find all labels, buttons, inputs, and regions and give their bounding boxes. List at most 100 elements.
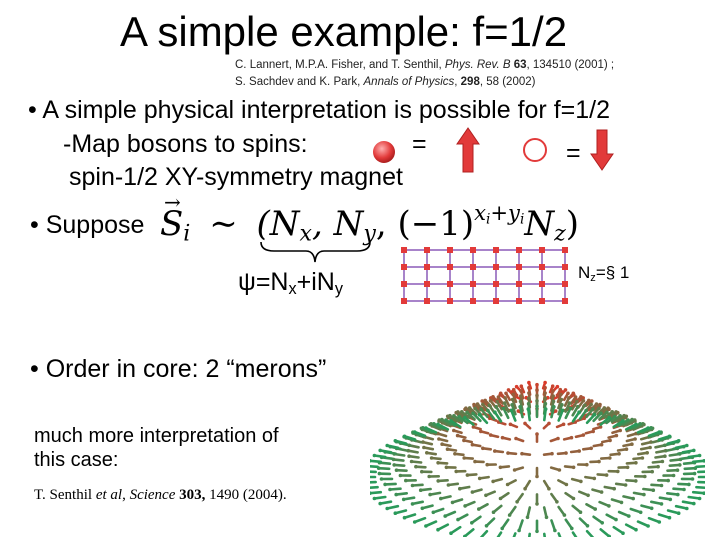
spin-arrow-head [535, 382, 539, 387]
spin-arrow-head [412, 430, 417, 434]
bullet-text: Suppose [45, 211, 145, 239]
spin-arrow [585, 529, 595, 537]
lattice-site [424, 298, 430, 304]
spin-arrow-head [484, 524, 489, 528]
spin-arrow-head [577, 449, 581, 453]
spin-arrow-head [535, 474, 539, 479]
spin-arrow-head [638, 422, 642, 426]
spin-arrow-head [623, 483, 628, 487]
spin-arrow-head [453, 452, 457, 456]
spin-arrow [612, 525, 625, 535]
spin-arrow-head [634, 479, 638, 483]
spin-arrow-head [504, 391, 508, 396]
spin-arrow-head [480, 399, 484, 403]
spin-arrow [370, 490, 383, 495]
spin-arrow-head [659, 483, 664, 488]
spin-arrow-head [599, 490, 604, 494]
spin-arrow-head [575, 399, 579, 404]
spin-arrow-head [477, 412, 482, 417]
spin-arrow-head [481, 446, 485, 451]
formula-term: ) [565, 203, 580, 244]
spin-arrow [479, 529, 489, 537]
spin-arrow-head [555, 500, 559, 504]
spin-arrow-head [582, 416, 587, 421]
spin-arrow-head [649, 506, 654, 511]
spin-arrow-head [585, 462, 589, 467]
spin-arrow-head [535, 393, 539, 398]
lattice-site [401, 264, 407, 270]
spin-arrow-head [604, 473, 609, 477]
spin-arrow-head [477, 476, 482, 481]
spin-arrow-head [682, 487, 686, 492]
psi-term: +iN [296, 268, 335, 296]
spin-arrow-head [584, 408, 588, 413]
spin-arrow-head [597, 459, 601, 464]
lattice-site [539, 281, 545, 287]
formula-exponent: xi+yi [474, 200, 524, 227]
formula-term: , (−1) [375, 203, 475, 244]
spin-arrow-head [557, 468, 562, 472]
spin-arrow-head [589, 446, 593, 451]
spin-arrow-head [470, 521, 474, 525]
spin-arrow [681, 500, 696, 505]
spin-arrow-head [436, 527, 440, 532]
spin-arrow-head [527, 380, 531, 385]
spin-arrow [543, 407, 547, 422]
spin-arrow-head [473, 406, 477, 411]
reference-line-1: C. Lannert, M.P.A. Fisher, and T. Senthi… [235, 57, 614, 74]
spin-arrow-head [543, 401, 548, 406]
spin-arrow-head [493, 449, 497, 453]
spin-arrow-head [456, 517, 460, 522]
spin-arrow-head [657, 520, 662, 524]
spin-arrow [557, 532, 562, 537]
spin-arrow-head [614, 517, 618, 522]
spin-arrow-head [514, 384, 519, 389]
spin-arrow-head [377, 471, 382, 476]
spin-arrow-head [608, 456, 612, 460]
spin-arrow-head [600, 521, 604, 525]
spin-arrow [378, 500, 393, 505]
spin-arrow-head [393, 511, 398, 515]
spin-arrow-head [634, 461, 638, 465]
spin-arrow-head [473, 459, 477, 464]
spin-arrow-head [398, 473, 403, 478]
spin-arrow-head [587, 398, 591, 403]
spin-arrow-head [445, 447, 450, 451]
spin-arrow-head [520, 451, 524, 456]
spin-arrow-head [436, 422, 440, 427]
spin-arrow-head [678, 463, 682, 467]
spin-arrow [424, 426, 438, 434]
spin-arrow-head [449, 419, 453, 423]
spin-arrow-head [598, 425, 603, 429]
spin-arrow [695, 464, 705, 469]
spin-arrow-head [627, 514, 631, 518]
spin-arrow [373, 495, 387, 500]
spin-arrow-head [618, 414, 622, 418]
bullet-2: • Suppose [30, 211, 144, 240]
spin-arrow-head [543, 385, 547, 390]
bullet-marker: • [30, 355, 39, 383]
lattice-diagram [401, 247, 568, 304]
spin-arrow-head [412, 520, 417, 524]
spin-arrow [681, 449, 696, 454]
spin-arrow-head [493, 410, 497, 414]
psi-definition: ψ=Nx+iNy [238, 268, 343, 299]
lattice-site [401, 298, 407, 304]
spin-arrow-head [617, 452, 621, 456]
spin-arrow-head [507, 513, 512, 517]
spin-arrow-head [463, 534, 467, 537]
spin-arrow-head [553, 528, 557, 533]
spin-arrow-head [602, 406, 607, 410]
lattice-site [562, 298, 568, 304]
spin-arrow-head [425, 451, 429, 455]
spin-arrow-head [488, 398, 493, 403]
spin-arrow-head [436, 461, 440, 465]
spin-arrow-head [591, 407, 595, 411]
spin-arrow-head [619, 500, 624, 505]
lattice-site [424, 247, 430, 253]
spin-arrow-head [431, 510, 436, 515]
reference-separator: , [454, 76, 461, 88]
spin-arrow-head [550, 384, 555, 388]
spin-arrow-head [559, 392, 563, 397]
spin-arrow-head [432, 422, 436, 426]
